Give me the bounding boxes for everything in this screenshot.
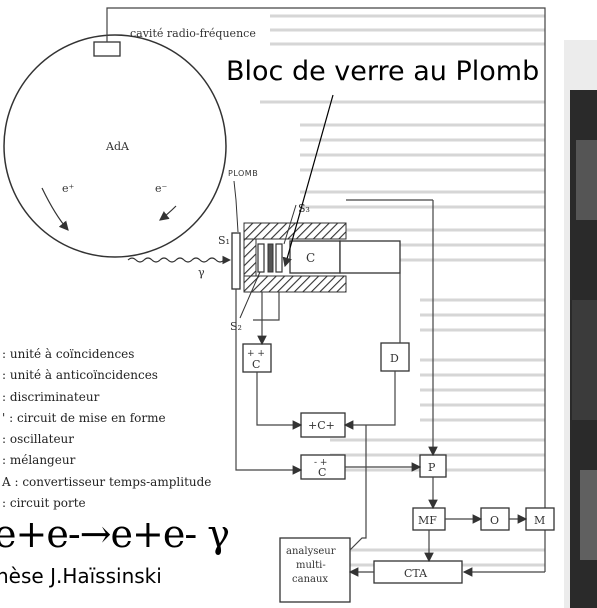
s1-label: S₁	[218, 234, 230, 247]
pm-tube	[340, 241, 400, 273]
analyzer-line1: analyseur	[286, 546, 336, 557]
legend-item: A : convertisseur temps-amplitude	[2, 472, 211, 493]
electron-arrow	[160, 206, 176, 220]
s1-counter	[232, 233, 240, 289]
lead-block-left	[244, 239, 256, 276]
cplus-label: +C+	[308, 419, 335, 432]
coinc-bottom: C	[252, 358, 260, 371]
glass-block-annotation: Bloc de verre au Plomb	[226, 56, 539, 87]
d-box-label: D	[390, 352, 399, 365]
analyzer-line2: multi-	[296, 560, 326, 571]
legend-item: ' : circuit de mise en forme	[2, 408, 211, 429]
mf-box-label: MF	[418, 514, 437, 527]
thesis-credit: hèse J.Haïssinski	[0, 564, 162, 588]
rf-cavity-box	[94, 42, 120, 56]
reaction-equation: e+e-→e+e- γ	[0, 512, 229, 556]
legend-item: : unité à anticoïncidences	[2, 365, 211, 386]
m-box-label: M	[534, 514, 545, 527]
c-box-label: C	[306, 251, 315, 265]
p-box-label: P	[428, 461, 436, 474]
positron-label: e⁺	[62, 182, 75, 195]
legend-item: : discriminateur	[2, 387, 211, 408]
ring-label: AdA	[105, 140, 130, 153]
gamma-label: γ	[198, 266, 205, 279]
photo-strip	[564, 40, 597, 608]
cavity-label: cavité radio-fréquence	[130, 27, 256, 40]
s3-counter	[276, 244, 282, 272]
lead-pointer	[234, 181, 238, 232]
gamma-wave	[128, 258, 230, 262]
cta-box-label: CTA	[404, 567, 428, 580]
legend-item: : oscillateur	[2, 429, 211, 450]
analyzer-line3: canaux	[292, 574, 328, 585]
lead-block-bottom	[244, 276, 346, 292]
electron-label: e⁻	[155, 182, 168, 195]
converter-slab	[268, 244, 273, 272]
lead-label: PLOMB	[228, 169, 258, 178]
legend: : unité à coïncidences: unité à anticoïn…	[2, 344, 211, 514]
anti-bottom: C	[318, 466, 326, 479]
o-box-label: O	[490, 514, 499, 527]
s2-counter	[258, 244, 264, 272]
legend-item: : unité à coïncidences	[2, 344, 211, 365]
legend-item: : mélangeur	[2, 450, 211, 471]
